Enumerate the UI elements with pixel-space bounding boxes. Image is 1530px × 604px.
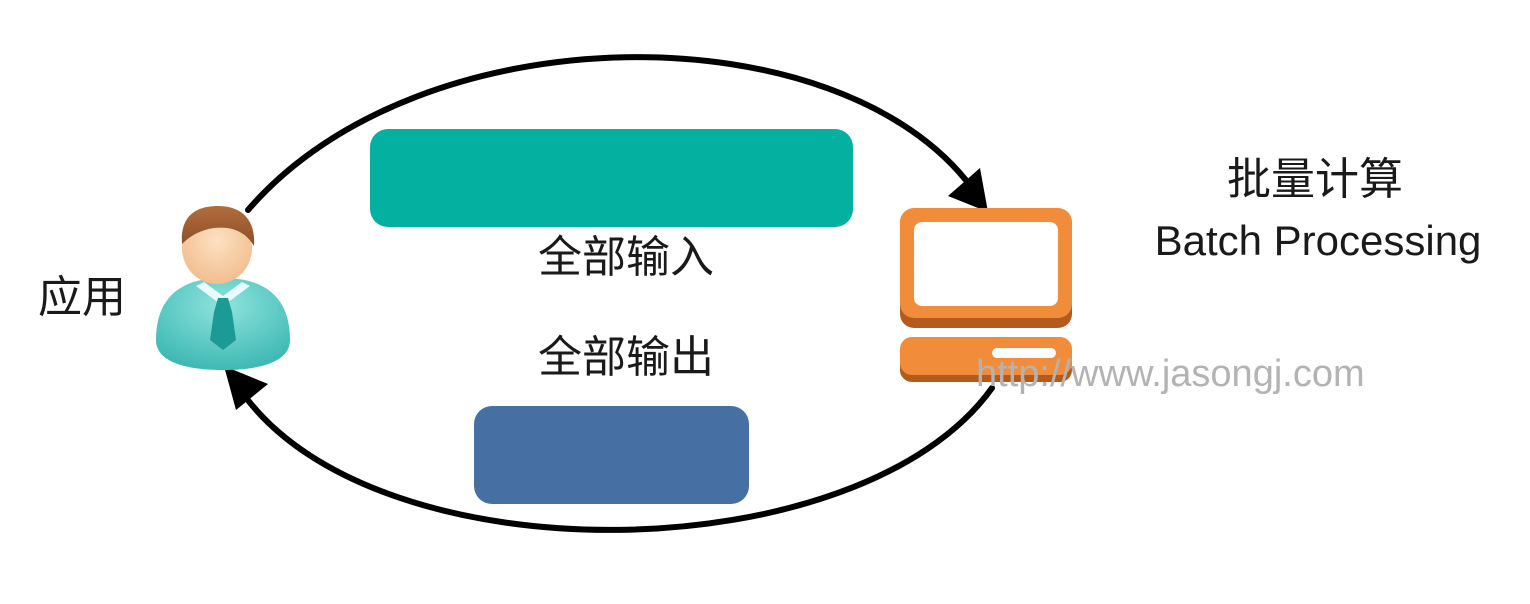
batch-processing-title: 批量计算 — [1227, 154, 1403, 205]
input-flow-arrow — [245, 54, 975, 213]
watermark-url: http://www.jasongj.com — [976, 353, 1365, 395]
computer-icon — [900, 208, 1072, 382]
user-icon — [156, 206, 290, 370]
full-input-label: 全部输入 — [538, 232, 714, 283]
application-label: 应用 — [38, 272, 126, 323]
input-data-block — [370, 129, 853, 227]
batch-processing-subtitle: Batch Processing — [1154, 217, 1482, 264]
full-output-label: 全部输出 — [538, 332, 714, 383]
input-arrowhead — [948, 168, 988, 212]
output-arrowhead — [224, 366, 268, 410]
output-flow-arrow — [241, 385, 995, 533]
output-data-block — [474, 406, 749, 504]
